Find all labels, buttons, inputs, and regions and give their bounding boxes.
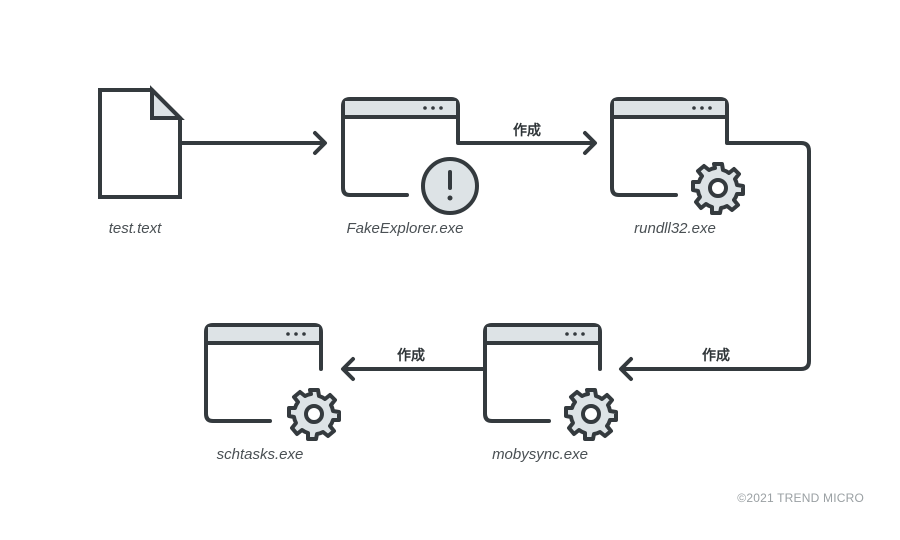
warning-icon [421, 157, 479, 215]
gear-icon [287, 388, 341, 441]
node-label-schtasks: schtasks.exe [216, 446, 304, 463]
window-gear-icon-rundll32 [610, 97, 745, 215]
gear-icon [691, 162, 745, 215]
arrow-fakeexplorer-to-rundll32 [458, 131, 597, 155]
node-label-fakeexplorer: FakeExplorer.exe [346, 220, 464, 237]
node-label-rundll32: rundll32.exe [634, 220, 716, 237]
edge-label-fakeexplorer-rundll32: 作成 [513, 123, 541, 139]
document-icon [98, 85, 185, 199]
copyright: ©2021 TREND MICRO [737, 491, 864, 505]
arrow-rundll32-to-mobysync [619, 141, 811, 381]
edge-label-rundll32-mobysync: 作成 [702, 348, 730, 364]
arrow-mobysync-to-schtasks [341, 357, 485, 381]
arrow-test-to-fakeexplorer [180, 131, 327, 155]
node-label-test-text: test.text [108, 220, 162, 237]
window-warning-icon [341, 97, 479, 215]
window-gear-icon-mobysync [483, 323, 618, 441]
edge-label-mobysync-schtasks: 作成 [397, 348, 425, 364]
gear-icon [564, 388, 618, 441]
node-label-mobysync: mobysync.exe [492, 446, 588, 463]
window-gear-icon-schtasks [204, 323, 341, 441]
